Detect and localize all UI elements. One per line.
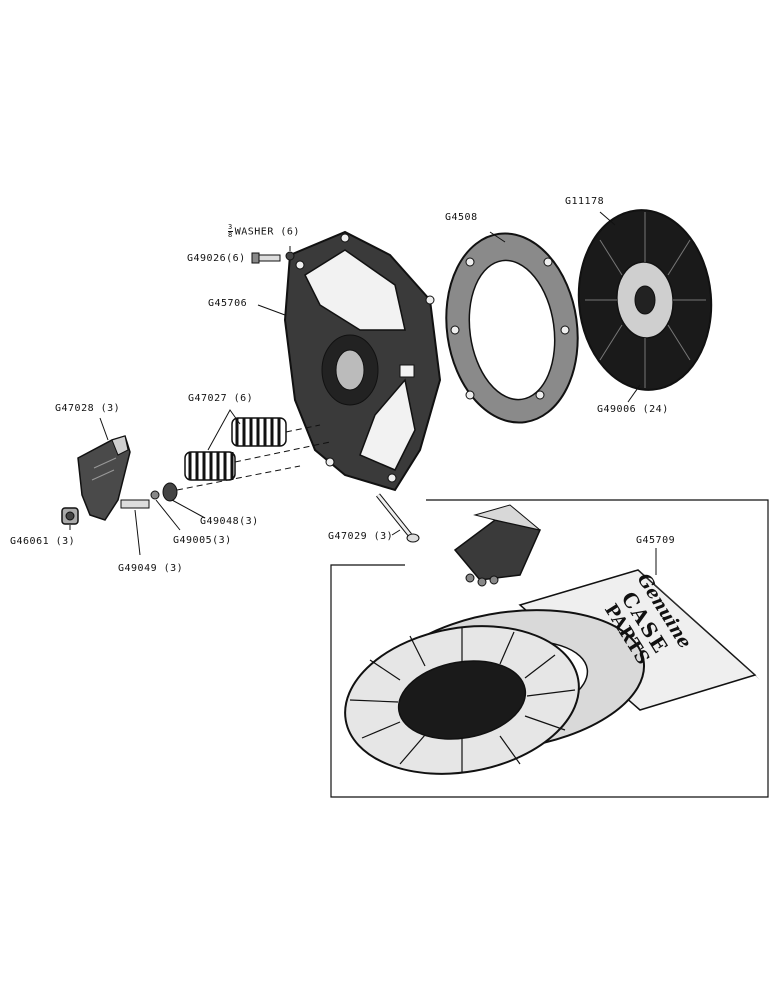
label-g49049: G49049 (3) [118, 563, 184, 574]
release-pin [376, 493, 420, 543]
label-g49026: G49026(6) [187, 253, 246, 264]
lining-ring-front [344, 625, 580, 775]
label-g4508: G4508 [445, 212, 478, 223]
adjusting-nut [61, 507, 79, 525]
adjusting-bolt-and-washer [251, 246, 295, 264]
label-g46061: G46061 (3) [10, 536, 76, 547]
label-g45706: G45706 [208, 298, 248, 309]
pressure-ring [445, 232, 579, 424]
label-g11178: G11178 [565, 196, 605, 207]
pressure-plate-housing [283, 230, 442, 492]
kit-box [330, 499, 769, 798]
label-g45709: G45709 [636, 535, 676, 546]
clutch-springs [184, 409, 331, 481]
label-g49048: G49048(3) [200, 516, 259, 527]
eyebolt-assembly [120, 465, 301, 509]
release-lever [77, 435, 131, 521]
label-g47027: G47027 (6) [188, 393, 254, 404]
leader-lines [69, 211, 657, 575]
clutch-disc [577, 209, 713, 391]
label-g49005: G49005(3) [173, 535, 232, 546]
label-g49006: G49006 (24) [597, 404, 669, 415]
kit-lever [453, 504, 542, 587]
label-g47028: G47028 (3) [55, 403, 121, 414]
label-g47029: G47029 (3) [328, 531, 394, 542]
